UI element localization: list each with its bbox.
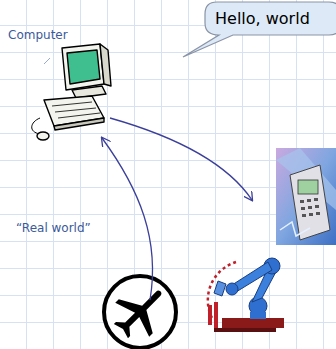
phone-picture [276,148,336,245]
computer-clipart [32,44,111,140]
robot-arm-clipart [208,258,284,332]
pen-stroke [44,58,50,64]
flow-arrow [102,138,153,300]
bubble-shape [183,2,336,57]
bubble-text: Hello, world [215,9,331,28]
speech-bubble: Hello, world [205,2,336,35]
flow-arrow [110,118,252,200]
region-label: Computer [8,28,68,42]
airplane-symbol [104,275,178,349]
region-label: “Real world” [16,221,91,235]
